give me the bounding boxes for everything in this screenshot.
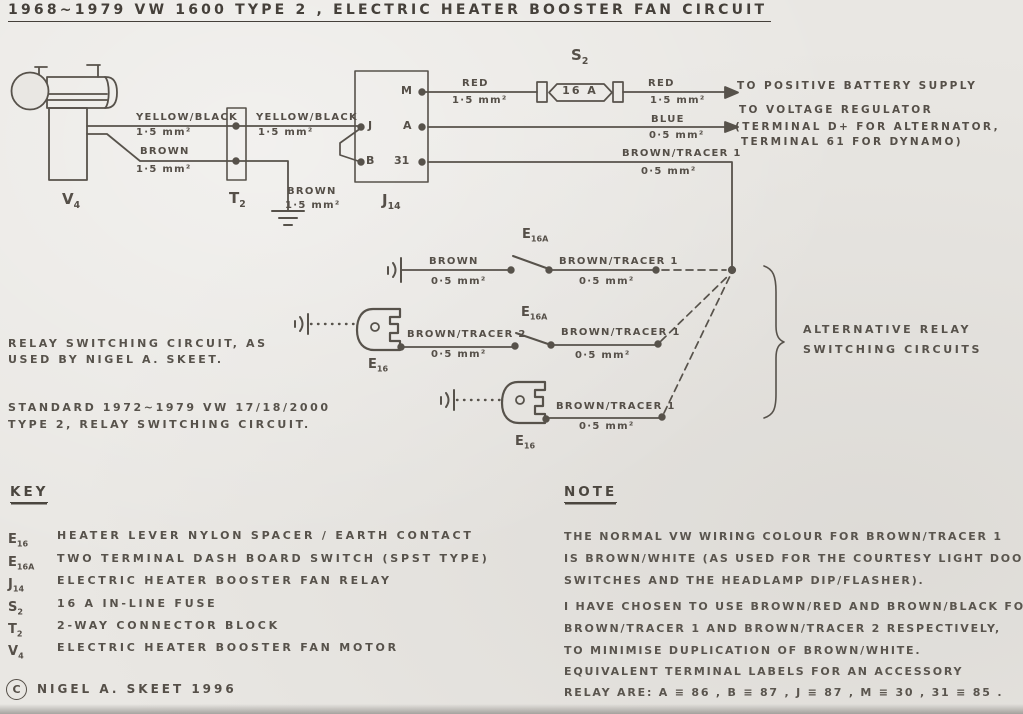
page-title: 1968~1979 VW 1600 TYPE 2 , ELECTRIC HEAT…: [8, 2, 772, 23]
junction-dot: [727, 265, 737, 275]
wire-size-red-left: 1·5 mm²: [452, 95, 508, 106]
relay-j14-label: J14: [382, 191, 401, 212]
earth-symbol-t2: [271, 210, 305, 226]
annotation-standard-1: STANDARD 1972~1979 VW 17/18/2000: [8, 401, 331, 414]
terminal-m-label: M: [401, 84, 412, 97]
copyright-text: NIGEL A. SKEET 1996: [37, 682, 237, 696]
wire-size-yb-left: 1·5 mm²: [136, 127, 192, 138]
terminal-b-label: B: [366, 154, 375, 167]
connector-t2-label: T2: [229, 189, 246, 210]
earth-symbol-1: [387, 257, 402, 283]
annotation-relay-2: USED BY NIGEL A. SKEET.: [8, 353, 224, 366]
wire-label-alt3-bt1: BROWN/TRACER 1: [556, 401, 676, 412]
wire-size-alt2-bt2: 0·5 mm²: [431, 349, 487, 360]
wire-size-alt1-brown: 0·5 mm²: [431, 276, 487, 287]
key-row-e16: E16 HEATER LEVER NYLON SPACER / EARTH CO…: [8, 529, 474, 549]
dest-battery: TO POSITIVE BATTERY SUPPLY: [737, 80, 978, 92]
wire-label-bt1-main: BROWN/TRACER 1: [622, 148, 742, 159]
annotation-alternative-2: SWITCHING CIRCUITS: [803, 343, 983, 356]
note-line-8: RELAY ARE: A ≡ 86 , B ≡ 87 , J ≡ 87 , M …: [564, 686, 1004, 699]
arrow-to-battery: [724, 86, 739, 99]
wire-label-brown-earth: BROWN: [287, 186, 337, 197]
terminal-j-label: J: [368, 119, 373, 132]
note-line-7: EQUIVALENT TERMINAL LABELS FOR AN ACCESS…: [564, 665, 964, 678]
fuse-s2-label: S2: [571, 46, 589, 67]
note-line-1: THE NORMAL VW WIRING COLOUR FOR BROWN/TR…: [564, 530, 1003, 543]
note-line-3: SWITCHES AND THE HEADLAMP DIP/FLASHER).: [564, 574, 925, 587]
spacer-e16-symbol-bot: [500, 380, 547, 425]
alt-circuit-3: [440, 275, 731, 425]
arrow-to-regulator: [724, 121, 739, 133]
motor-v4-label: V4: [62, 190, 81, 211]
key-row-t2: T2 2-WAY CONNECTOR BLOCK: [8, 619, 280, 639]
wire-label-red-left: RED: [462, 78, 489, 89]
wire-size-alt1-bt1: 0·5 mm²: [579, 276, 635, 287]
annotation-relay-1: RELAY SWITCHING CIRCUIT, AS: [8, 337, 268, 350]
wire-label-alt1-bt1: BROWN/TRACER 1: [559, 256, 679, 267]
spacer-e16-label-mid: E16: [368, 357, 389, 374]
dest-regulator-3: TERMINAL 61 FOR DYNAMO): [741, 136, 963, 148]
wire-brown-left: [86, 133, 234, 162]
wire-label-red-right: RED: [648, 78, 675, 89]
dashed-link-3: [663, 275, 731, 414]
copyright-symbol: C: [6, 679, 27, 700]
wire-size-bt1-main: 0·5 mm²: [641, 166, 697, 177]
annotation-alternative-1: ALTERNATIVE RELAY: [803, 323, 972, 336]
alt-circuit-1: [387, 255, 727, 283]
key-row-s2: S2 16 A IN-LINE FUSE: [8, 597, 218, 617]
fuse-rating: 16 A: [562, 84, 598, 97]
note-heading: NOTE: [564, 485, 618, 503]
note-line-4: I HAVE CHOSEN TO USE BROWN/RED AND BROWN…: [564, 600, 1023, 613]
wire-size-brown-earth: 1·5 mm²: [285, 200, 341, 211]
dest-regulator-1: TO VOLTAGE REGULATOR: [739, 104, 934, 116]
key-row-e16a: E16A TWO TERMINAL DASH BOARD SWITCH (SPS…: [8, 552, 490, 572]
fuse-s2-symbol: [536, 81, 624, 103]
wire-size-alt3-bt1: 0·5 mm²: [579, 421, 635, 432]
wire-label-yb-right: YELLOW/BLACK: [256, 112, 359, 123]
motor-v4-symbol: [10, 64, 118, 181]
spacer-e16-label-bot: E16: [515, 434, 536, 451]
alternatives-brace: [763, 265, 785, 419]
wire-label-alt2-bt1: BROWN/TRACER 1: [561, 327, 681, 338]
wire-label-alt2-bt2: BROWN/TRACER 2: [407, 329, 527, 340]
wire-size-brown-left: 1·5 mm²: [136, 164, 192, 175]
wire-size-blue: 0·5 mm²: [649, 130, 705, 141]
switch-e16a-label-2: E16A: [521, 305, 548, 322]
terminal-31-label: 31: [394, 154, 410, 167]
alt-circuit-2: [294, 274, 730, 352]
dest-regulator-2: (TERMINAL D+ FOR ALTERNATOR,: [735, 121, 1000, 133]
wire-label-blue: BLUE: [651, 114, 685, 125]
note-line-2: IS BROWN/WHITE (AS USED FOR THE COURTESY…: [564, 552, 1023, 565]
annotation-standard-2: TYPE 2, RELAY SWITCHING CIRCUIT.: [8, 418, 311, 431]
wire-size-alt2-bt1: 0·5 mm²: [575, 350, 631, 361]
spacer-e16-symbol-mid: [355, 307, 402, 352]
switch-e16a-arm-2: [515, 332, 552, 346]
note-line-6: TO MINIMISE DUPLICATION OF BROWN/WHITE.: [564, 644, 922, 657]
wire-brown-to-earth: [238, 160, 289, 212]
wire-size-yb-right: 1·5 mm²: [258, 127, 314, 138]
switch-e16a-arm-1: [512, 255, 550, 270]
key-heading: KEY: [10, 485, 49, 503]
key-row-v4: V4 ELECTRIC HEATER BOOSTER FAN MOTOR: [8, 641, 399, 661]
wire-size-red-right: 1·5 mm²: [650, 95, 706, 106]
jumper-j-to-b: [339, 127, 362, 163]
wire-label-alt1-brown: BROWN: [429, 256, 479, 267]
switch-e16a-label-1: E16A: [522, 227, 549, 244]
dashed-link-2: [660, 274, 730, 342]
earth-symbol-3: [440, 389, 455, 411]
key-row-j14: J14 ELECTRIC HEATER BOOSTER FAN RELAY: [8, 574, 392, 594]
wire-brown-tracer1-main: [427, 161, 733, 269]
wire-label-brown-left: BROWN: [140, 146, 190, 157]
wire-label-yb-left: YELLOW/BLACK: [136, 112, 239, 123]
note-line-5: BROWN/TRACER 1 AND BROWN/TRACER 2 RESPEC…: [564, 622, 1001, 635]
earth-symbol-2: [294, 313, 309, 335]
terminal-a-label: A: [403, 119, 412, 132]
